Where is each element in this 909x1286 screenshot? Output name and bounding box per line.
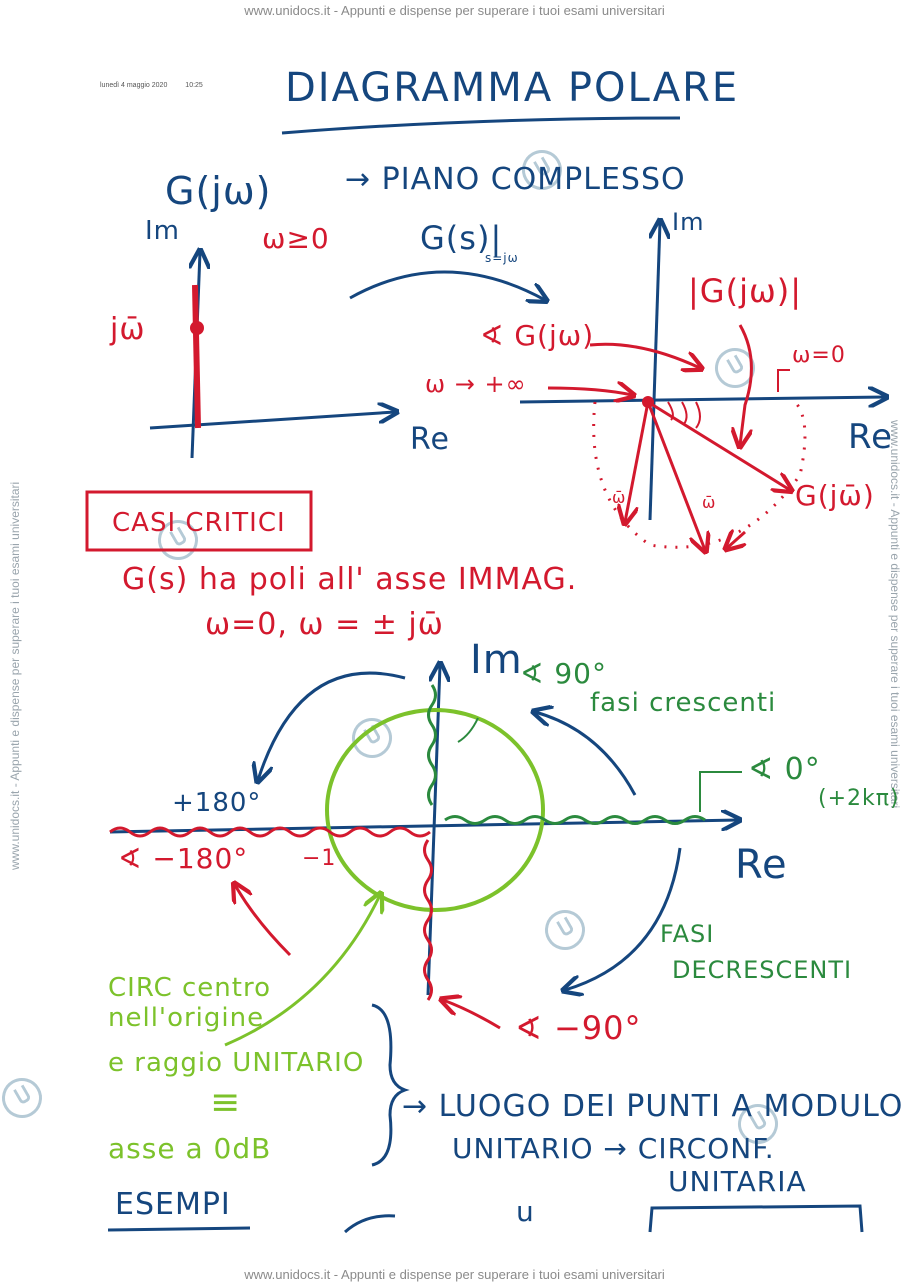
example-box-partial <box>648 1204 864 1233</box>
luogo-label-3: UNITARIA <box>668 1165 807 1198</box>
minus-180-pointer <box>235 885 292 957</box>
title-underline <box>281 116 681 135</box>
fasi-decrescenti-label-2: DECRESCENTI <box>672 956 853 984</box>
right-axis-re <box>519 397 885 402</box>
modulus-arrow <box>740 324 753 445</box>
mapping-arrow <box>349 270 545 300</box>
critical-axis-im <box>426 665 440 996</box>
omega-zero-label: ω=0 <box>792 343 846 368</box>
decrescenti-arrow <box>565 847 682 990</box>
left-axis-re <box>149 412 395 430</box>
brace <box>371 1003 410 1167</box>
omega-inf-label: ω → +∞ <box>425 370 527 398</box>
page-title: DIAGRAMMA POLARE <box>285 65 740 111</box>
right-axis-im <box>648 222 660 521</box>
left-re-label: Re <box>410 422 450 457</box>
minus-90-pointer <box>443 1000 501 1030</box>
phase-label: ∢ G(jω) <box>480 319 595 352</box>
plus-180-arrow <box>258 671 406 780</box>
phase-zero-wave <box>444 815 706 825</box>
gs-eval-label: G(s)| <box>420 219 503 257</box>
angle-0-pointer <box>699 771 742 812</box>
gs-eval-subscript: s=jω <box>485 251 519 265</box>
angle-90-label: ∢ 90° <box>520 657 607 690</box>
omega-bar-label-1: ω̄ <box>612 488 627 507</box>
casi-critici-title: CASI CRITICI <box>112 508 286 538</box>
luogo-label-2: UNITARIO → CIRCONF. <box>452 1132 775 1165</box>
phase-minus-90-wave <box>423 839 433 1001</box>
critical-line-2: ω=0, ω = ± jω̄ <box>205 607 444 642</box>
g-jw-bar-label: G(jω̄) <box>795 479 875 512</box>
j-omega-bar-label: jω̄ <box>110 312 146 347</box>
right-im-label: Im <box>672 208 705 236</box>
phase-180-wave <box>109 826 431 838</box>
circ-label-3: e raggio UNITARIO <box>108 1048 365 1078</box>
watermark-banner-top: www.unidocs.it - Appunti e dispense per … <box>244 3 665 18</box>
note-date: lunedì 4 maggio 2020 <box>100 82 168 89</box>
critical-line-1: G(s) ha poli all' asse IMMAG. <box>122 562 578 597</box>
angle-0-note: (+2kπ) <box>818 786 900 811</box>
phase-arrow <box>589 342 700 368</box>
left-im-label: Im <box>145 216 180 246</box>
circ-label-1: CIRC centro <box>108 973 272 1003</box>
critical-re-label: Re <box>735 842 788 888</box>
phase-90-wave <box>427 684 437 806</box>
modulus-label: |G(jω)| <box>688 272 803 310</box>
omega-bar-label-2: ω̄ <box>702 493 717 512</box>
note-time: 10:25 <box>185 82 203 89</box>
omega-inf-arrow <box>547 388 632 395</box>
omega-zero-pointer <box>777 369 790 392</box>
critical-im-label: Im <box>470 637 523 683</box>
locus-direction-arrow <box>727 532 745 548</box>
circle-pointer <box>224 895 380 1047</box>
imaginary-segment <box>192 284 201 429</box>
crescenti-arrow <box>535 712 637 796</box>
esempi-title: ESEMPI <box>115 1187 231 1222</box>
example-partial-text: u <box>516 1195 535 1228</box>
minus-180-label: ∢ −180° <box>118 842 249 875</box>
casi-critici-box <box>85 490 313 552</box>
g-jw-label: G(jω) <box>165 169 272 213</box>
angle-0-label: ∢ 0° <box>748 752 821 787</box>
right-re-label: Re <box>848 417 894 457</box>
plus-180-label: +180° <box>172 788 262 818</box>
esempi-underline <box>107 1226 251 1232</box>
page-meta: lunedì 4 maggio 2020 10:25 <box>100 82 219 89</box>
fasi-decrescenti-label-1: FASI <box>660 920 715 948</box>
angle-minus-90-label: ∢ −90° <box>515 1009 642 1047</box>
g-vector-omega2 <box>646 401 705 550</box>
example-curve-partial <box>343 1214 396 1234</box>
j-omega-point <box>190 321 204 335</box>
circ-label-4: asse a 0dB <box>108 1132 272 1165</box>
omega-condition: ω≥0 <box>262 222 330 255</box>
minus-one-label: −1 <box>302 846 337 871</box>
unit-circle <box>325 708 545 912</box>
circ-equiv-label: ≡ <box>210 1082 242 1123</box>
angle-90-pointer <box>457 717 479 743</box>
g-vector <box>647 400 790 490</box>
piano-complesso-label: → PIANO COMPLESSO <box>345 162 686 197</box>
g-vector-omega1 <box>625 401 650 522</box>
fasi-crescenti-label: fasi crescenti <box>590 688 777 718</box>
phase-angle-arcs <box>667 401 701 429</box>
watermark-banner-bottom: www.unidocs.it - Appunti e dispense per … <box>244 1267 665 1282</box>
luogo-label-1: → LUOGO DEI PUNTI A MODULO <box>402 1089 904 1124</box>
circ-label-2: nell'origine <box>108 1003 265 1033</box>
origin-point <box>642 396 654 408</box>
